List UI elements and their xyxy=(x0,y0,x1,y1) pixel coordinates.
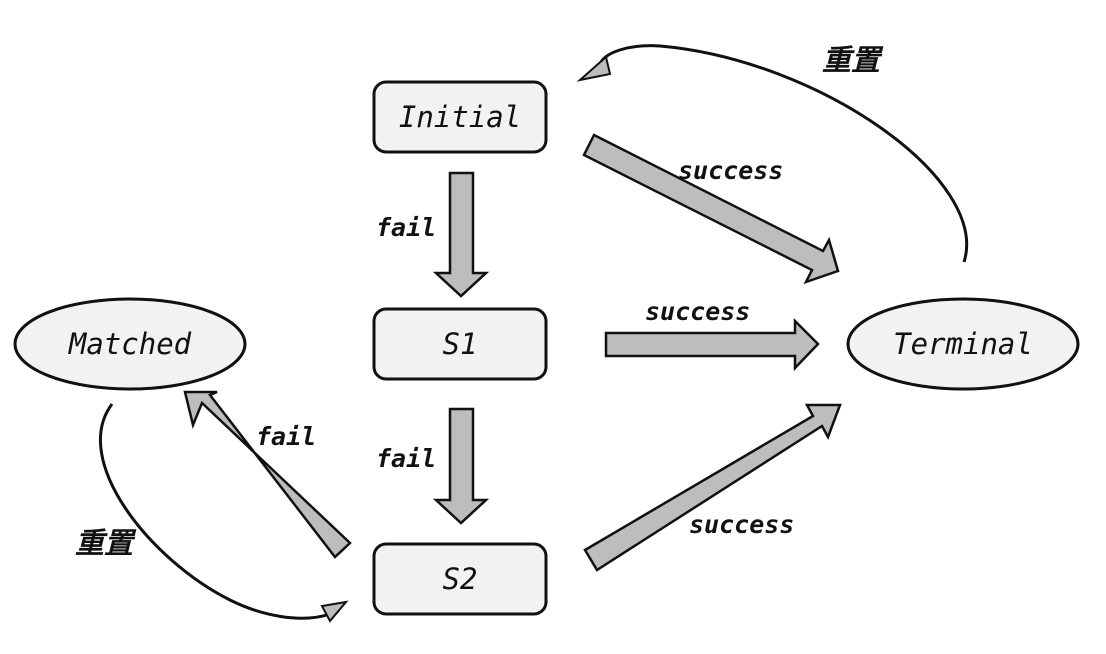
node-matched: Matched xyxy=(13,297,247,391)
arrow-s2-to-matched xyxy=(183,390,352,559)
edge-label-s2-to-matched: fail xyxy=(256,422,316,451)
edge-label-s2-to-terminal: success xyxy=(689,510,794,539)
node-matched-label: Matched xyxy=(68,327,192,361)
edge-label-s1-to-s2: fail xyxy=(376,444,436,473)
loop-terminal-to-initial xyxy=(576,44,968,263)
node-s2: S2 xyxy=(372,542,548,616)
node-s1: S1 xyxy=(372,307,548,381)
node-initial: Initial xyxy=(372,80,548,154)
arrow-s1-to-terminal xyxy=(604,317,820,372)
edge-label-matched-to-s2: 重置 xyxy=(75,526,137,560)
edge-label-s1-to-terminal: success xyxy=(645,297,750,326)
node-terminal-label: Terminal xyxy=(893,327,1033,361)
node-s2-label: S2 xyxy=(443,562,478,596)
edge-label-initial-to-s1: fail xyxy=(376,213,436,242)
arrow-initial-to-terminal xyxy=(582,133,840,285)
arrow-initial-to-s1 xyxy=(432,171,490,298)
arrow-s2-to-terminal xyxy=(583,403,842,572)
loop-matched-to-s2 xyxy=(98,403,349,623)
edge-label-terminal-to-initial: 重置 xyxy=(822,43,884,77)
node-s1-label: S1 xyxy=(443,327,478,361)
node-terminal: Terminal xyxy=(846,297,1080,391)
arrow-s1-to-s2 xyxy=(432,407,490,525)
node-initial-label: Initial xyxy=(399,100,521,134)
edge-label-initial-to-terminal: success xyxy=(678,156,783,185)
